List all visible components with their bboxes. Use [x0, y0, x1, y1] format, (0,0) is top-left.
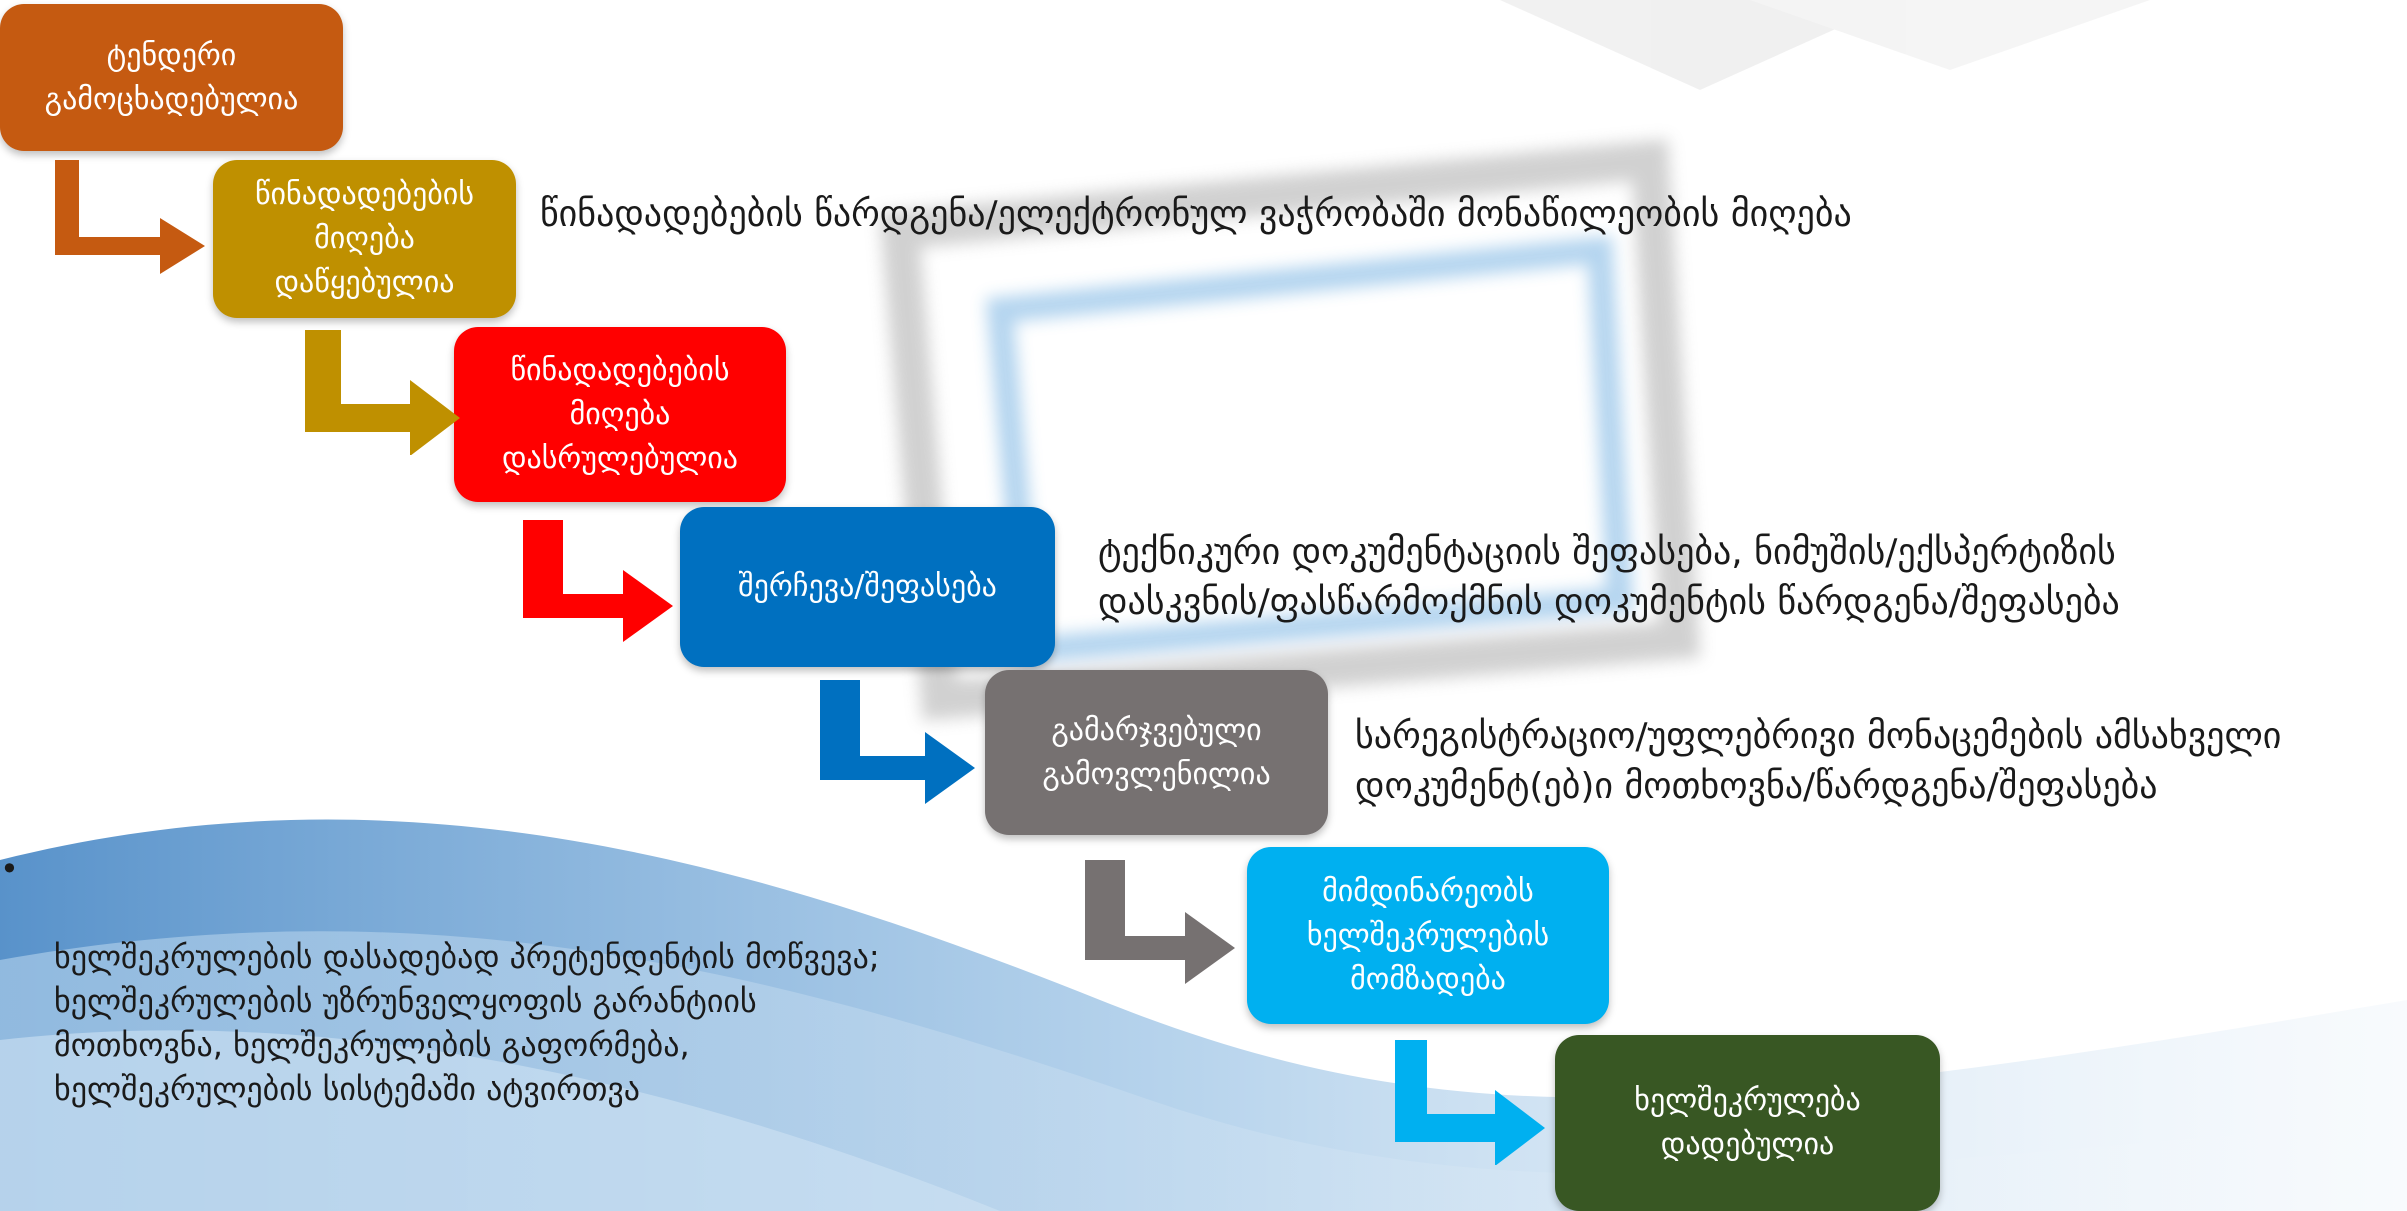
bullet-list: • ხელშეკრულების დასადებად პრეტენდენტის მ…	[0, 847, 1080, 1111]
step-label: ტენდერი გამოცხადებულია	[44, 37, 299, 117]
step-label: მიმდინარეობს ხელშეკრულების მომზადება	[1306, 873, 1550, 997]
arrow-step-2-to-3	[305, 330, 460, 455]
step-proposal-acceptance-started: წინადადებების მიღება დაწყებულია	[213, 160, 516, 318]
bullet-item: • ხელშეკრულების დასადებად პრეტენდენტის მ…	[0, 847, 1080, 1111]
step-label: წინადადებების მიღება დასრულებულია	[501, 352, 739, 476]
bullet-marker: •	[0, 850, 19, 888]
description-submission: წინადადებების წარდგენა/ელექტრონულ ვაჭრობ…	[540, 194, 1852, 235]
step-contract-preparation: მიმდინარეობს ხელშეკრულების მომზადება	[1247, 847, 1609, 1024]
bullet-text: ხელშეკრულების დასადებად პრეტენდენტის მოწ…	[54, 938, 880, 1108]
step-label: ხელშეკრულება დადებულია	[1634, 1083, 1861, 1162]
arrow-step-3-to-4	[523, 520, 673, 642]
arrow-step-6-to-7	[1395, 1040, 1545, 1165]
step-label: გამარჯვებული გამოვლენილია	[1042, 712, 1271, 792]
arrow-step-1-to-2	[55, 160, 205, 274]
step-contract-signed: ხელშეკრულება დადებულია	[1555, 1035, 1940, 1211]
step-label: წინადადებების მიღება დაწყებულია	[255, 177, 474, 300]
step-selection-evaluation: შერჩევა/შეფასება	[680, 507, 1055, 667]
step-tender-announced: ტენდერი გამოცხადებულია	[0, 4, 343, 151]
description-evaluation: ტექნიკური დოკუმენტაციის შეფასება, ნიმუში…	[1098, 532, 2120, 623]
step-winner-identified: გამარჯვებული გამოვლენილია	[985, 670, 1328, 835]
description-winner: სარეგისტრაციო/უფლებრივი მონაცემების ამსა…	[1355, 716, 2282, 807]
step-label: შერჩევა/შეფასება	[738, 569, 997, 604]
arrow-step-4-to-5	[820, 680, 975, 804]
arrow-step-5-to-6	[1085, 860, 1235, 984]
step-proposal-acceptance-finished: წინადადებების მიღება დასრულებულია	[454, 327, 786, 502]
